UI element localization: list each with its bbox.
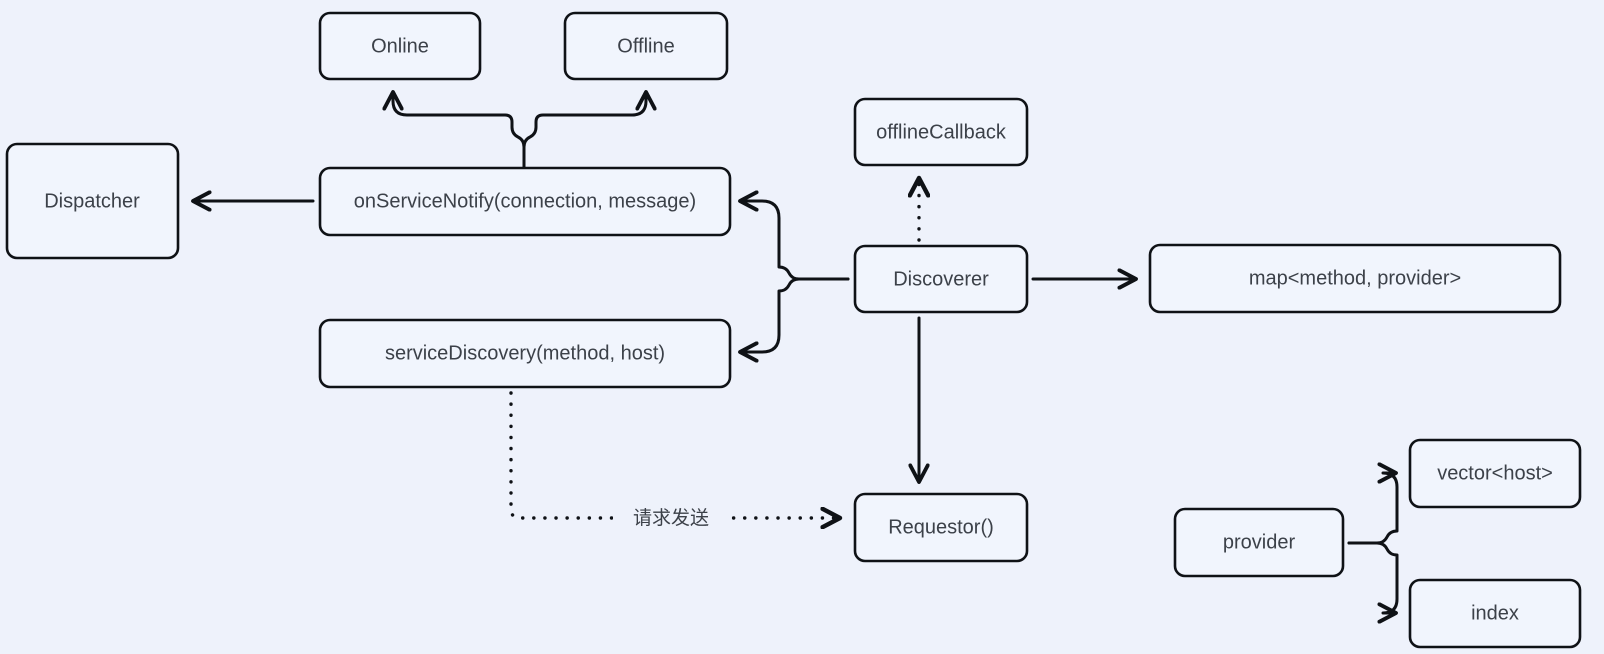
node-online-box[interactable] (318, 11, 482, 81)
edge-path-discoverer-to-servicediscovery (740, 277, 850, 352)
edge-path-to-online (393, 92, 526, 170)
node-online[interactable]: Online (318, 11, 482, 81)
node-dispatcher-box[interactable] (5, 142, 180, 260)
node-map-method-provider-box[interactable] (1148, 243, 1562, 314)
node-service-discovery[interactable]: serviceDiscovery(method, host) (318, 318, 732, 389)
node-discoverer-box[interactable] (853, 244, 1029, 314)
node-dispatcher[interactable]: Dispatcher (5, 142, 180, 260)
node-service-discovery-box[interactable] (318, 318, 732, 389)
edge-provider-to-children (1347, 473, 1399, 613)
node-map-method-provider[interactable]: map<method, provider> (1148, 243, 1562, 314)
node-provider[interactable]: provider (1173, 507, 1345, 578)
edge-label-backdrop (613, 503, 729, 533)
node-discoverer[interactable]: Discoverer (853, 244, 1029, 314)
node-provider-box[interactable] (1173, 507, 1345, 578)
edges-layer: 请求发送 (193, 92, 1399, 613)
node-requestor-box[interactable] (853, 492, 1029, 563)
node-requestor[interactable]: Requestor() (853, 492, 1029, 563)
node-on-service-notify[interactable]: onServiceNotify(connection, message) (318, 166, 732, 237)
node-offline-callback[interactable]: offlineCallback (853, 97, 1029, 167)
node-vector-host-box[interactable] (1408, 438, 1582, 509)
node-index[interactable]: index (1408, 578, 1582, 649)
edge-path-provider-to-index (1347, 541, 1399, 613)
edge-discoverer-to-left-boxes (740, 201, 850, 352)
node-offline-callback-box[interactable] (853, 97, 1029, 167)
edge-path-discoverer-to-onservicenotify (740, 201, 850, 281)
node-on-service-notify-box[interactable] (318, 166, 732, 237)
node-vector-host[interactable]: vector<host> (1408, 438, 1582, 509)
edge-label-request-send: 请求发送 (633, 507, 709, 529)
edge-path-provider-to-vectorhost (1347, 473, 1399, 545)
nodes-layer: Online Offline offlineCallback Dispatche… (5, 11, 1582, 649)
edge-path-to-offline (522, 92, 646, 170)
node-offline-box[interactable] (563, 11, 729, 81)
node-offline[interactable]: Offline (563, 11, 729, 81)
edge-servicediscovery-to-requestor (509, 391, 840, 518)
edge-onservicenotify-to-online-offline (393, 92, 646, 170)
node-index-box[interactable] (1408, 578, 1582, 649)
